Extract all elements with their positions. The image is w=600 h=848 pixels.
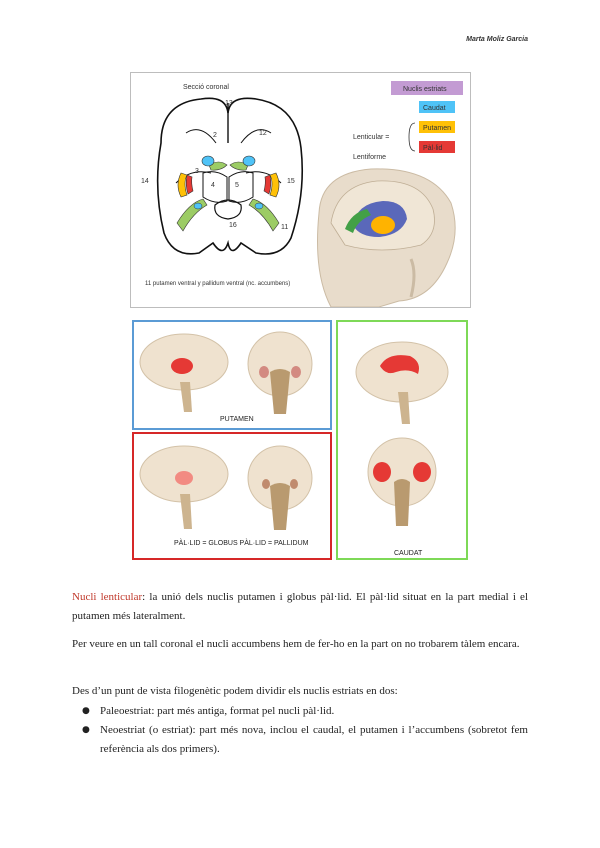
pallid-label: PÀL·LID = GLOBUS PÀL·LID = PALLIDUM (174, 540, 309, 547)
putamen-left (177, 172, 188, 198)
coronal-title: Secció coronal (183, 84, 229, 91)
caudat-highlight (380, 355, 419, 374)
caudat-right (242, 155, 256, 167)
legend-nuclis-estriats (391, 81, 463, 95)
caudat-panel: CAUDAT (336, 320, 468, 560)
legend-palid (419, 141, 455, 153)
coronal-diagram: Secció coronal 13 2 12 14 3 15 4 (141, 81, 463, 308)
putamen-label: PUTAMEN (220, 416, 254, 423)
palid-left (185, 174, 194, 195)
paragraph-filogenetic: Des d’un punt de vista filogenètic podem… (72, 685, 398, 697)
paragraph-accumbens: Per veure en un tall coronal el nucli ac… (72, 638, 520, 650)
label-11: 11 (281, 224, 288, 231)
putamen-renders (139, 331, 313, 414)
svg-text:Nuclis estriats: Nuclis estriats (403, 86, 447, 93)
label-3: 3 (195, 168, 199, 175)
list-item: ●Neoestriat (o estriat): part més nova, … (82, 724, 528, 755)
bullet-list: ●Paleoestriat: part més antiga, format p… (72, 702, 528, 759)
lentiforme-label: Lentiforme (353, 154, 386, 161)
pallid-panel: PÀL·LID = GLOBUS PÀL·LID = PALLIDUM (132, 432, 332, 560)
coronal-section-figure: Secció coronal 13 2 12 14 3 15 4 (130, 72, 471, 308)
putamen-panel: PUTAMEN (132, 320, 332, 430)
author-name: Marta Moliz Garcia (466, 36, 528, 43)
pallid-renders (139, 445, 313, 530)
label-16: 16 (229, 222, 237, 229)
label-13: 13 (225, 100, 233, 107)
label-15: 15 (287, 178, 295, 185)
legend-putamen (419, 121, 455, 133)
svg-text:Caudat: Caudat (423, 105, 446, 112)
putamen-right (269, 172, 280, 198)
paragraph-lenticular: Nucli lenticular: la unió dels nuclis pu… (72, 591, 528, 622)
figure1-caption: 11 putamen ventral y pallidum ventral (n… (145, 281, 290, 287)
label-5: 5 (235, 182, 239, 189)
lenticular-label: Lenticular = (353, 134, 389, 141)
label-4: 4 (211, 182, 215, 189)
caudat-renders (355, 341, 449, 526)
legend-brace (408, 122, 416, 152)
3d-head-render (317, 168, 456, 308)
palid-right (263, 174, 272, 195)
legend-caudat (419, 101, 455, 113)
putamen-highlight (171, 358, 193, 374)
caudat-left (201, 155, 215, 167)
term-nucli-lenticular: Nucli lenticular (72, 591, 143, 603)
svg-text:Putamen: Putamen (423, 125, 451, 132)
pallid-highlight (175, 471, 193, 485)
label-12: 12 (259, 130, 267, 137)
list-item: ●Paleoestriat: part més antiga, format p… (82, 705, 335, 717)
caudat-label: CAUDAT (394, 550, 423, 557)
label-2: 2 (213, 132, 217, 139)
brain-outline (156, 97, 304, 255)
green-region-right (229, 161, 249, 171)
basal-ganglia-figure: PUTAMEN PÀL·LID = GLOBUS PÀL·LID = PALLI… (130, 318, 469, 562)
svg-text:Pàl·lid: Pàl·lid (423, 145, 443, 152)
label-14: 14 (141, 178, 149, 185)
green-region-left (208, 161, 228, 171)
